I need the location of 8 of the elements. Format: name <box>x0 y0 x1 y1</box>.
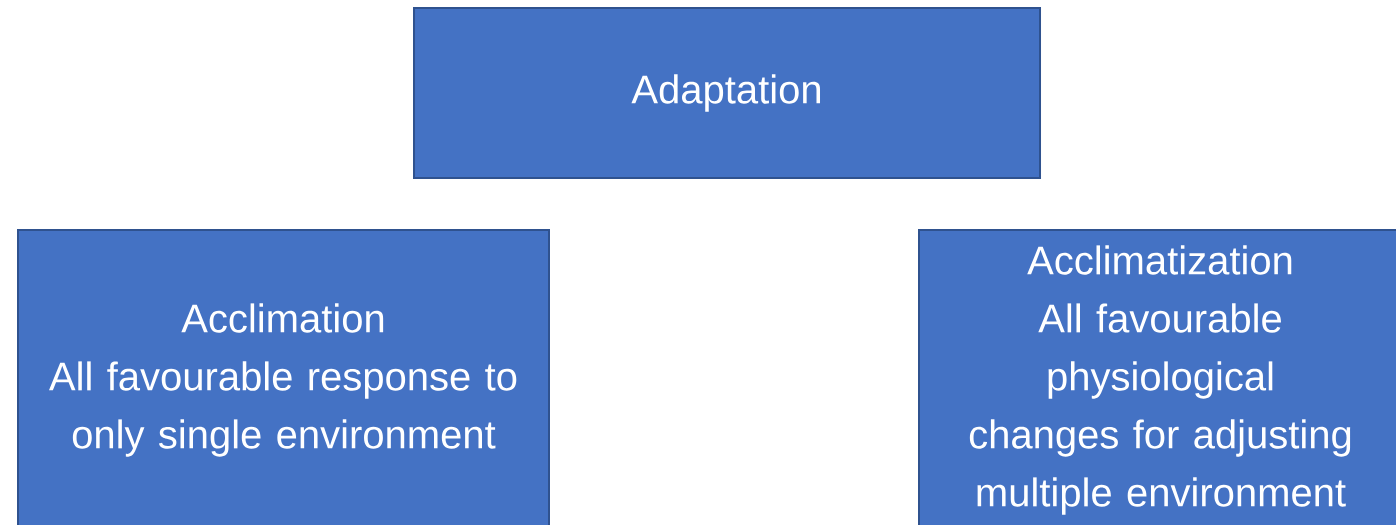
box-heading: Acclimatization <box>1027 245 1292 275</box>
concept-box <box>413 7 1041 179</box>
concept-box <box>918 229 1396 525</box>
box-heading: Acclimation <box>181 303 384 333</box>
box-text: Adaptation <box>631 74 820 112</box>
box-text: All favourable response to only single environment <box>49 361 517 457</box>
concept-box <box>17 229 550 525</box>
box-text: All favourable physiological changes for adjusting multiple environment <box>969 303 1351 515</box>
